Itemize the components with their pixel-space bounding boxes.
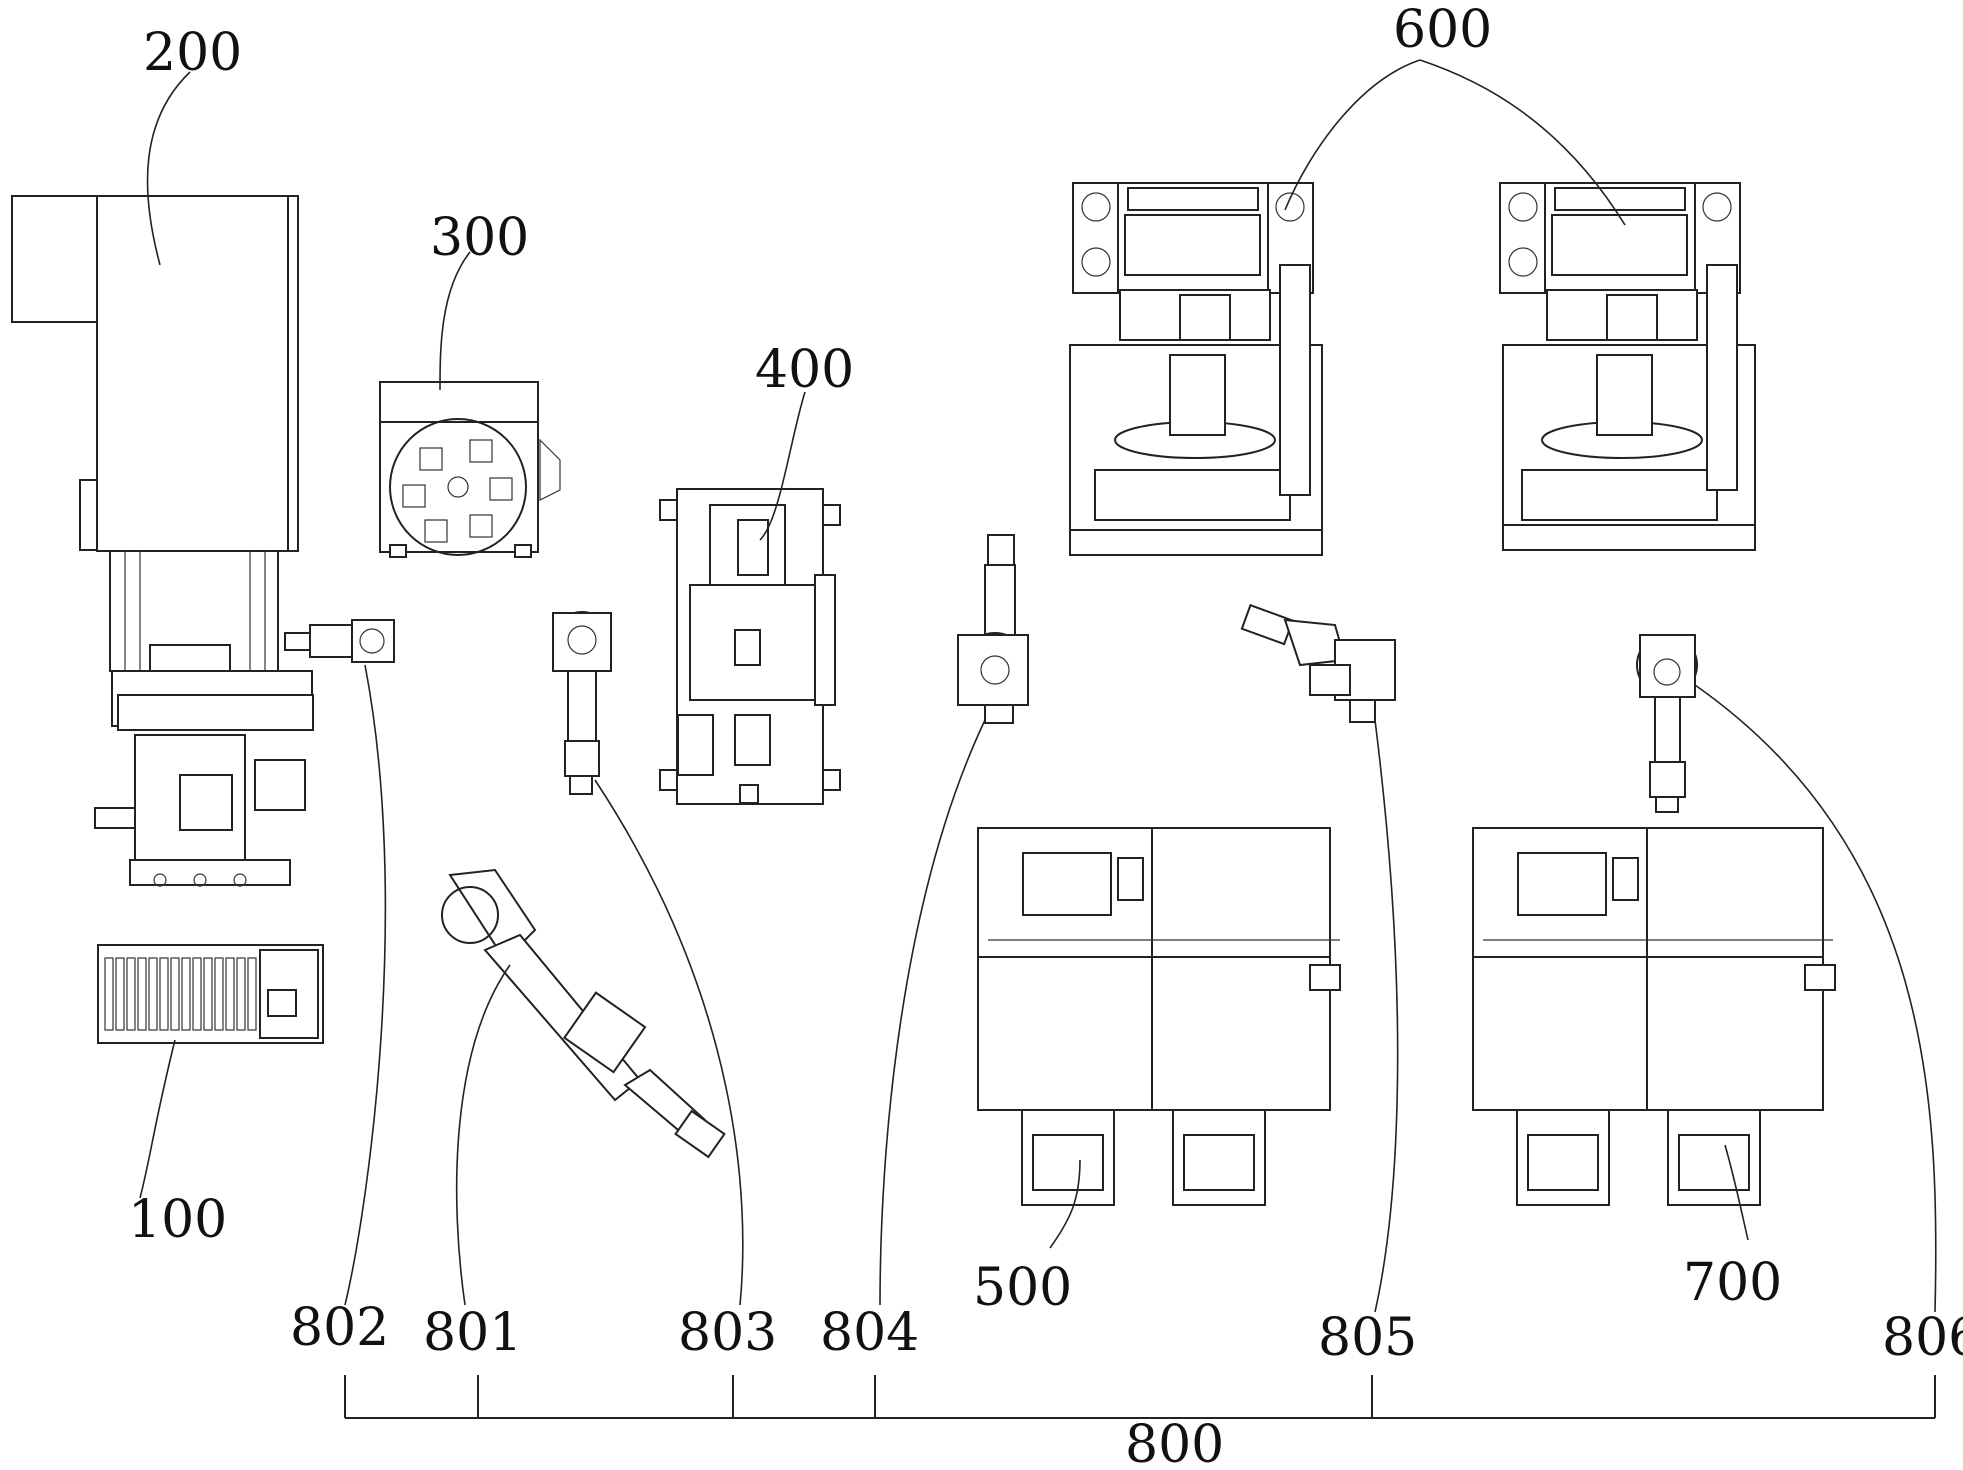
label-800: 800 [1125,1415,1224,1470]
conveyor-slat [104,957,114,1031]
conveyor-slat [247,957,257,1031]
robot-805 [1240,603,1396,723]
conveyor-slat [170,957,180,1031]
conveyor-slat [225,957,235,1031]
label-100: 100 [128,1190,227,1250]
conveyor-slat [159,957,169,1031]
conveyor-slat [192,957,202,1031]
conveyor-slat [203,957,213,1031]
label-600: 600 [1393,0,1492,60]
robot-806 [1636,634,1698,813]
conveyor-slat [126,957,136,1031]
conveyor-slat [115,957,125,1031]
label-300: 300 [430,208,529,268]
cabinet-500 [977,827,1341,1206]
label-805: 805 [1318,1308,1417,1368]
leader-lines [139,59,1937,1313]
machine-200 [11,195,314,887]
conveyor-slat [181,957,191,1031]
robot-803 [552,611,612,795]
cabinet-700 [1472,827,1836,1206]
conveyor-slat [214,957,224,1031]
label-803: 803 [678,1303,777,1363]
robot-801 [441,868,726,1159]
machine-600-right [1499,182,1756,551]
conveyor-slat [137,957,147,1031]
machine-600-left [1069,182,1323,556]
label-804: 804 [820,1303,919,1363]
label-400: 400 [755,340,854,400]
conveyor-slat [236,957,246,1031]
label-802: 802 [290,1298,389,1358]
label-801: 801 [423,1303,522,1363]
labels: 200 300 400 600 100 500 700 802 801 803 … [128,0,1963,1470]
conveyor-100 [97,944,324,1044]
label-500: 500 [973,1258,1072,1318]
robot-802 [284,619,395,663]
rotary-table-300 [379,381,561,558]
station-400 [659,488,841,805]
label-806: 806 [1882,1308,1963,1368]
label-200: 200 [143,23,242,83]
label-700: 700 [1683,1253,1782,1313]
conveyor-slat [148,957,158,1031]
robot-804 [957,534,1029,724]
group-bracket-800 [344,1375,1936,1419]
